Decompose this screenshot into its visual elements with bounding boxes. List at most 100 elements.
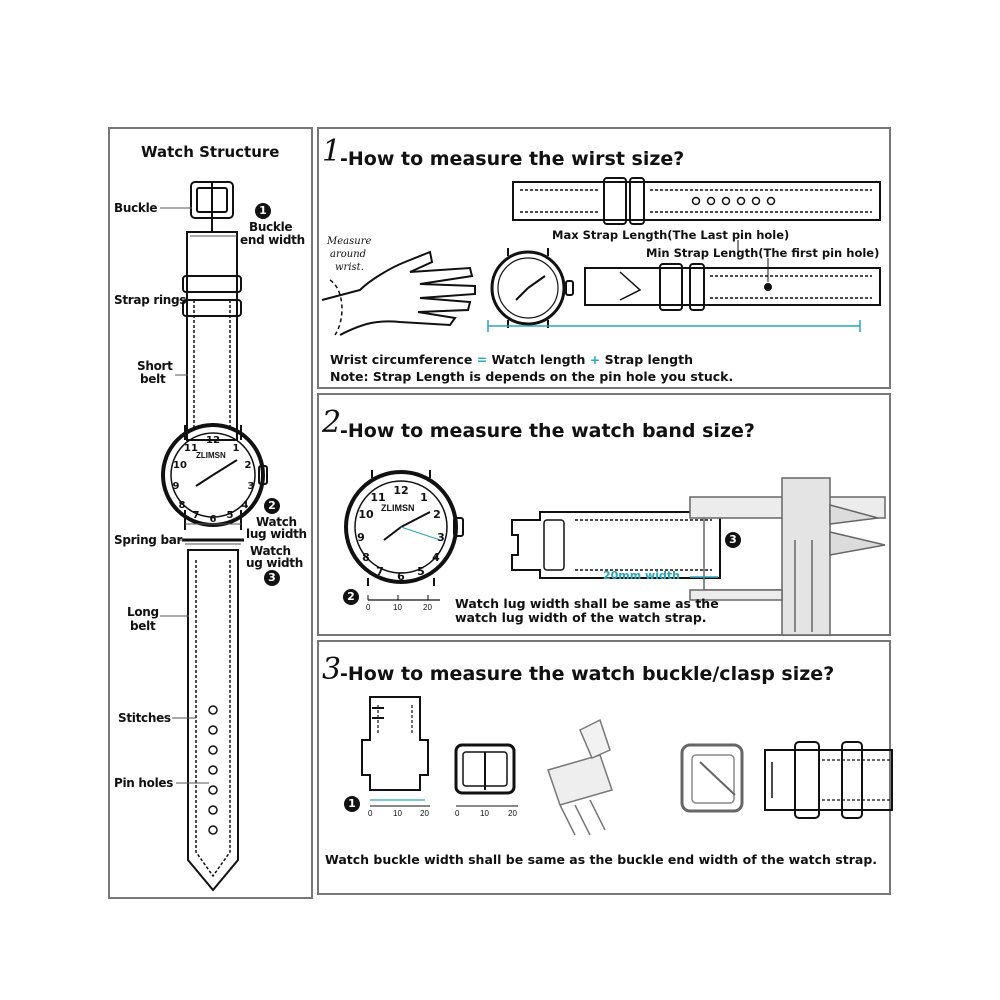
label-watch-ug-width-2: ug width (246, 556, 303, 570)
step3-strap (764, 749, 893, 811)
label-spring-bar: Spring bar (114, 533, 183, 547)
step2-note-1: Watch lug width shall be same as the (455, 596, 719, 611)
step3-title: -How to measure the watch buckle/clasp s… (340, 663, 835, 685)
watch-structure-title: Watch Structure (141, 143, 280, 161)
label-watch-lug-width-2: lug width (246, 527, 307, 541)
svg-text:2: 2 (245, 460, 252, 471)
step2-scale-0: 0 (366, 603, 371, 612)
top-strap-shape (512, 181, 881, 221)
svg-text:6: 6 (397, 570, 405, 583)
label-long-belt-1: Long (127, 605, 159, 619)
step2-scale-20: 20 (423, 603, 432, 612)
deployment-clasp (547, 718, 613, 836)
bottom-strap-shape (584, 267, 881, 306)
svg-text:10: 10 (173, 460, 187, 471)
svg-text:2: 2 (433, 508, 441, 521)
svg-text:7: 7 (376, 565, 384, 578)
label-strap-rings: Strap rings (114, 293, 187, 307)
svg-text:12: 12 (206, 435, 220, 446)
svg-text:10: 10 (358, 508, 374, 521)
label-watch-ug-width-1: Watch (250, 544, 291, 558)
stitches-shape (195, 560, 231, 878)
label-watch-lug-width-1: Watch (256, 515, 297, 529)
svg-text:7: 7 (193, 510, 200, 521)
strap-ring-shape (182, 275, 242, 293)
hand-shape (321, 250, 476, 336)
svg-text:4: 4 (432, 551, 440, 564)
step1-title: -How to measure the wirst size? (340, 148, 685, 170)
label-short-belt-1: Short (137, 359, 173, 373)
step2-scale-10: 10 (393, 603, 402, 612)
step3-badge-1: 1 (344, 796, 360, 812)
svg-text:12: 12 (393, 484, 408, 497)
formula-line: Wrist circumference = Watch length + Str… (330, 352, 693, 367)
formula-equals: = (476, 352, 488, 367)
step3-scale-a-10: 10 (393, 809, 402, 818)
label-short-belt-2: belt (140, 372, 166, 386)
max-strap-label: Max Strap Length(The Last pin hole) (552, 228, 790, 242)
step1-note: Note: Strap Length is depends on the pin… (330, 369, 734, 384)
svg-text:11: 11 (184, 443, 198, 454)
step2-badge-3: 3 (725, 532, 741, 548)
svg-text:3: 3 (437, 531, 445, 544)
step3-number: 3 (322, 652, 342, 687)
svg-text:9: 9 (173, 481, 180, 492)
step3-scale-a-20: 20 (420, 809, 429, 818)
step3-note: Watch buckle width shall be same as the … (325, 852, 878, 867)
svg-text:5: 5 (417, 565, 425, 578)
buckle-frame (680, 743, 744, 813)
pin-buckle (454, 743, 516, 795)
svg-text:8: 8 (362, 551, 370, 564)
long-belt-shape (187, 549, 239, 892)
label-long-belt-2: belt (130, 619, 156, 633)
formula-plus: + (589, 352, 601, 367)
label-pin-holes: Pin holes (114, 776, 174, 790)
watch-case-shape (161, 423, 265, 527)
step3-buckle-end (361, 696, 429, 791)
badge-2: 2 (264, 498, 280, 514)
svg-text:1: 1 (233, 443, 240, 454)
label-buckle-end-width-2: end width (240, 233, 305, 247)
step3-scale-b-0: 0 (455, 809, 460, 818)
formula-strap: Strap length (604, 352, 694, 367)
badge-3: 3 (264, 570, 280, 586)
formula-wrist: Wrist circumference (330, 352, 473, 367)
width-label: 20mm width (603, 569, 680, 582)
svg-text:4: 4 (242, 500, 249, 511)
step2-strap (511, 511, 721, 579)
svg-text:3: 3 (248, 481, 255, 492)
step2-title: -How to measure the watch band size? (340, 420, 755, 442)
step1-number: 1 (322, 134, 342, 169)
svg-text:11: 11 (370, 491, 385, 504)
step2-number: 2 (322, 405, 342, 440)
svg-text:9: 9 (357, 531, 365, 544)
step3-scale-b-10: 10 (480, 809, 489, 818)
step1-watch (490, 250, 566, 326)
badge-1: 1 (255, 203, 271, 219)
step2-brand: ZLIMSN (381, 503, 415, 513)
measure-around-1: Measure (327, 236, 372, 247)
pin-holes-shape (208, 705, 218, 835)
svg-text:6: 6 (210, 514, 217, 525)
step2-watch (344, 470, 458, 584)
svg-text:8: 8 (179, 500, 186, 511)
step2-badge-2: 2 (343, 589, 359, 605)
min-strap-label: Min Strap Length(The first pin hole) (646, 246, 880, 260)
step3-scale-b-20: 20 (508, 809, 517, 818)
measure-around-3: wrist. (335, 262, 364, 273)
svg-text:5: 5 (227, 510, 234, 521)
svg-text:1: 1 (420, 491, 428, 504)
label-buckle-end-width-1: Buckle (249, 220, 293, 234)
step3-scale-a-0: 0 (368, 809, 373, 818)
caliper-shape (689, 477, 886, 636)
step2-note-2: watch lug width of the watch strap. (455, 610, 707, 625)
label-stitches: Stitches (118, 711, 171, 725)
measure-around-2: around (330, 249, 367, 260)
structure-brand: ZLIMSN (196, 451, 226, 460)
watch-structure-panel (108, 127, 313, 899)
formula-watch: Watch length (491, 352, 586, 367)
